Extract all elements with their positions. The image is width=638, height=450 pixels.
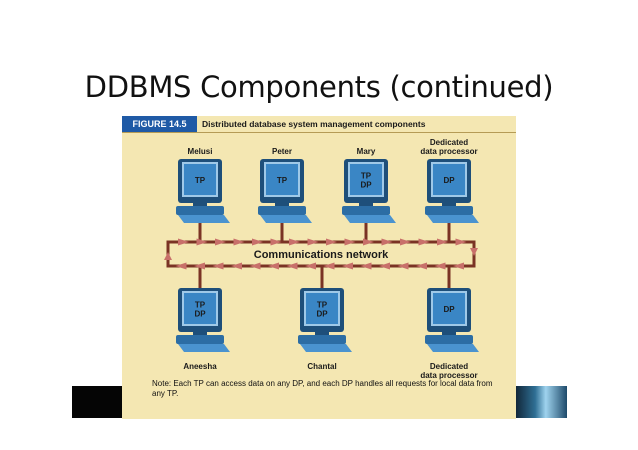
bottom-site-name-2-1: data processor: [420, 371, 477, 380]
arrow-right-12: [400, 238, 411, 246]
top-site-3-workstation: DP: [425, 159, 479, 223]
top-site-name-0-0: Melusi: [188, 147, 213, 156]
bottom-site-1-screen: [306, 293, 338, 324]
top-site-name-2-0: Mary: [357, 147, 376, 156]
bottom-site-1-base: [298, 335, 346, 344]
top-site-0-screen: [184, 164, 216, 195]
arrow-right-3: [233, 238, 245, 246]
arrow-left-4: [379, 262, 390, 270]
figure-caption: Distributed database system management c…: [202, 119, 426, 129]
arrow-left-10: [268, 262, 279, 270]
arrow-right-10: [363, 238, 374, 246]
footer-band-right: [514, 386, 567, 418]
arrow-right-9: [344, 238, 356, 246]
top-site-1-workstation: TP: [258, 159, 312, 223]
top-site-2-keyboard: [344, 215, 396, 223]
top-site-1-screen-label-0: TP: [277, 176, 288, 185]
figure-header: FIGURE 14.5 Distributed database system …: [122, 116, 516, 132]
footer-band-left: [72, 386, 124, 418]
bottom-site-2-keyboard: [427, 344, 479, 352]
top-site-2-screen-label-1: DP: [360, 181, 372, 190]
connector-bottom-0: [198, 266, 202, 288]
arrow-left-1: [434, 262, 446, 270]
bottom-site-2-screen-label-0: DP: [443, 305, 455, 314]
arrow-right-5: [270, 238, 282, 246]
bottom-site-1-keyboard: [300, 344, 352, 352]
arrow-left-14: [194, 262, 205, 270]
arrow-left-9: [286, 262, 298, 270]
arrow-right-6: [289, 238, 300, 246]
arrow-down-right: [470, 248, 478, 256]
arrow-right-1: [196, 238, 208, 246]
bottom-site-name-2-0: Dedicated: [430, 362, 468, 371]
top-site-1-base: [258, 206, 306, 215]
arrow-up-left: [164, 252, 172, 260]
bottom-site-0-keyboard: [178, 344, 230, 352]
connector-top-3: [447, 222, 451, 242]
top-site-2-screen: [350, 164, 382, 195]
bottom-site-0-screen: [184, 293, 216, 324]
slide-title: DDBMS Components (continued): [84, 70, 554, 104]
connector-top-1: [280, 222, 284, 242]
arrow-right-7: [307, 238, 319, 246]
arrow-left-8: [305, 262, 316, 270]
network-label: Communications network: [254, 249, 389, 261]
arrow-right-8: [326, 238, 337, 246]
arrow-left-13: [212, 262, 224, 270]
top-site-name-3-0: Dedicated: [430, 138, 468, 147]
top-site-0-keyboard: [178, 215, 230, 223]
connector-bottom-2: [447, 266, 451, 288]
arrow-right-11: [381, 238, 393, 246]
figure-number: FIGURE 14.5: [122, 116, 197, 132]
bottom-site-name-0-0: Aneesha: [183, 362, 217, 371]
arrow-left-2: [416, 262, 427, 270]
top-site-1-screen: [266, 164, 298, 195]
arrow-right-4: [252, 238, 263, 246]
connector-top-2: [364, 222, 368, 242]
bottom-site-1-screen-label-1: DP: [316, 310, 328, 319]
figure-panel: FIGURE 14.5 Distributed database system …: [122, 116, 516, 419]
arrow-left-0: [453, 262, 464, 270]
top-site-0-base: [176, 206, 224, 215]
bottom-site-1-screen-label-0: TP: [317, 301, 328, 310]
arrow-left-7: [323, 262, 335, 270]
top-site-3-keyboard: [427, 215, 479, 223]
arrow-left-5: [360, 262, 372, 270]
arrow-left-12: [231, 262, 242, 270]
arrow-left-11: [249, 262, 261, 270]
bottom-site-2-workstation: DP: [425, 288, 479, 352]
arrow-right-14: [437, 238, 448, 246]
top-site-name-3-1: data processor: [420, 147, 477, 156]
top-site-0-workstation: TP: [176, 159, 230, 223]
bottom-site-0-base: [176, 335, 224, 344]
arrow-right-2: [215, 238, 226, 246]
bottom-site-0-screen-label-1: DP: [194, 310, 206, 319]
top-site-2-base: [342, 206, 390, 215]
connector-bottom-1: [320, 266, 324, 288]
top-site-3-screen: [433, 164, 465, 195]
connector-top-0: [198, 222, 202, 242]
top-site-0-screen-label-0: TP: [195, 176, 206, 185]
arrow-left-6: [342, 262, 353, 270]
bottom-site-name-1-0: Chantal: [307, 362, 336, 371]
bottom-site-2-screen: [433, 293, 465, 324]
arrow-right-0: [178, 238, 189, 246]
figure-note: Note: Each TP can access data on any DP,…: [152, 379, 493, 398]
arrow-left-15: [175, 262, 187, 270]
top-site-3-base: [425, 206, 473, 215]
arrow-right-15: [455, 238, 467, 246]
top-site-name-1-0: Peter: [272, 147, 292, 156]
arrow-left-3: [397, 262, 409, 270]
top-site-2-screen-label-0: TP: [361, 172, 372, 181]
bottom-site-0-screen-label-0: TP: [195, 301, 206, 310]
top-site-1-keyboard: [260, 215, 312, 223]
figure-divider: [122, 132, 516, 133]
arrow-right-13: [418, 238, 430, 246]
bottom-site-2-base: [425, 335, 473, 344]
top-site-3-screen-label-0: DP: [443, 176, 455, 185]
